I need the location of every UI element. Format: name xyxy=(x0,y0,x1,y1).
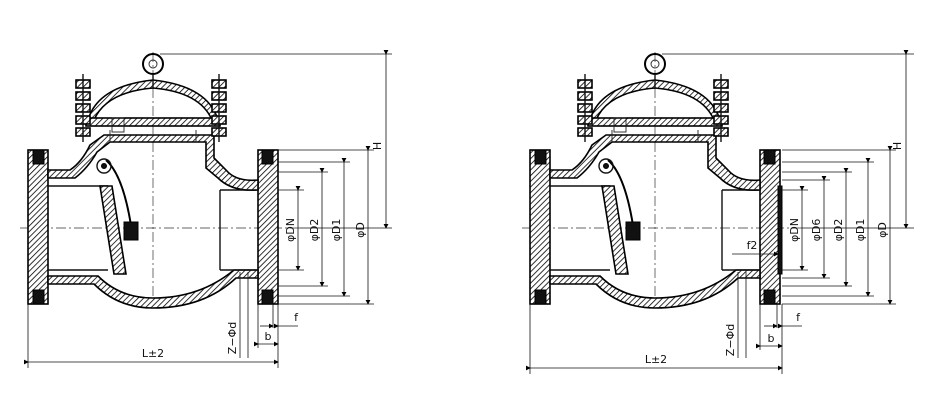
left-label-H: H xyxy=(371,142,384,150)
left-label-D: φD xyxy=(354,222,367,238)
left-label-b: b xyxy=(265,330,272,343)
right-label-DN: φDN xyxy=(788,218,801,242)
right-dim-D2: φD2 xyxy=(782,168,852,287)
left-valve-drawing: H φDN φD2 φD1 φD xyxy=(19,50,392,368)
left-label-f: f xyxy=(294,311,299,324)
right-label-L: L±2 xyxy=(645,353,667,366)
left-label-D2: φD2 xyxy=(308,219,321,242)
left-label-Z: Z−Φd xyxy=(226,322,239,354)
right-label-f: f xyxy=(796,311,801,324)
right-dim-L: L±2 xyxy=(526,304,783,374)
right-label-H: H xyxy=(891,142,904,150)
right-dim-D6: φD6 xyxy=(782,176,830,279)
left-label-DN: φDN xyxy=(284,218,297,242)
right-dim-b: b xyxy=(756,304,783,350)
right-label-D1: φD1 xyxy=(854,219,867,242)
right-label-b: b xyxy=(768,332,775,345)
left-dim-H: H xyxy=(160,50,392,229)
right-dim-f2: f2 xyxy=(732,239,779,257)
left-dim-Z: Z−Φd xyxy=(226,272,249,358)
right-label-D2: φD2 xyxy=(832,219,845,242)
left-dim-L: L±2 xyxy=(24,304,279,368)
left-label-D1: φD1 xyxy=(330,219,343,242)
left-dim-D2: φD2 xyxy=(278,168,328,287)
right-dim-Z: Z−Φd xyxy=(724,272,747,358)
left-label-L: L±2 xyxy=(142,347,164,360)
right-dim-D1: φD1 xyxy=(782,158,874,297)
left-dim-DN: φDN xyxy=(278,186,304,271)
right-dim-H: H xyxy=(662,50,914,229)
right-label-f2: f2 xyxy=(747,239,758,252)
right-label-Z: Z−Φd xyxy=(724,324,737,356)
right-label-D: φD xyxy=(876,222,889,238)
left-dim-D1: φD1 xyxy=(278,158,350,297)
right-dim-f: f xyxy=(764,304,802,329)
right-valve-drawing: H φDN φD6 φD2 φD1 xyxy=(521,50,914,374)
right-dim-DN: φDN xyxy=(782,186,808,271)
left-dim-D: φD xyxy=(278,146,374,305)
right-dim-D: φD xyxy=(782,146,896,305)
right-label-D6: φD6 xyxy=(810,219,823,242)
left-dim-f: f xyxy=(260,304,299,329)
